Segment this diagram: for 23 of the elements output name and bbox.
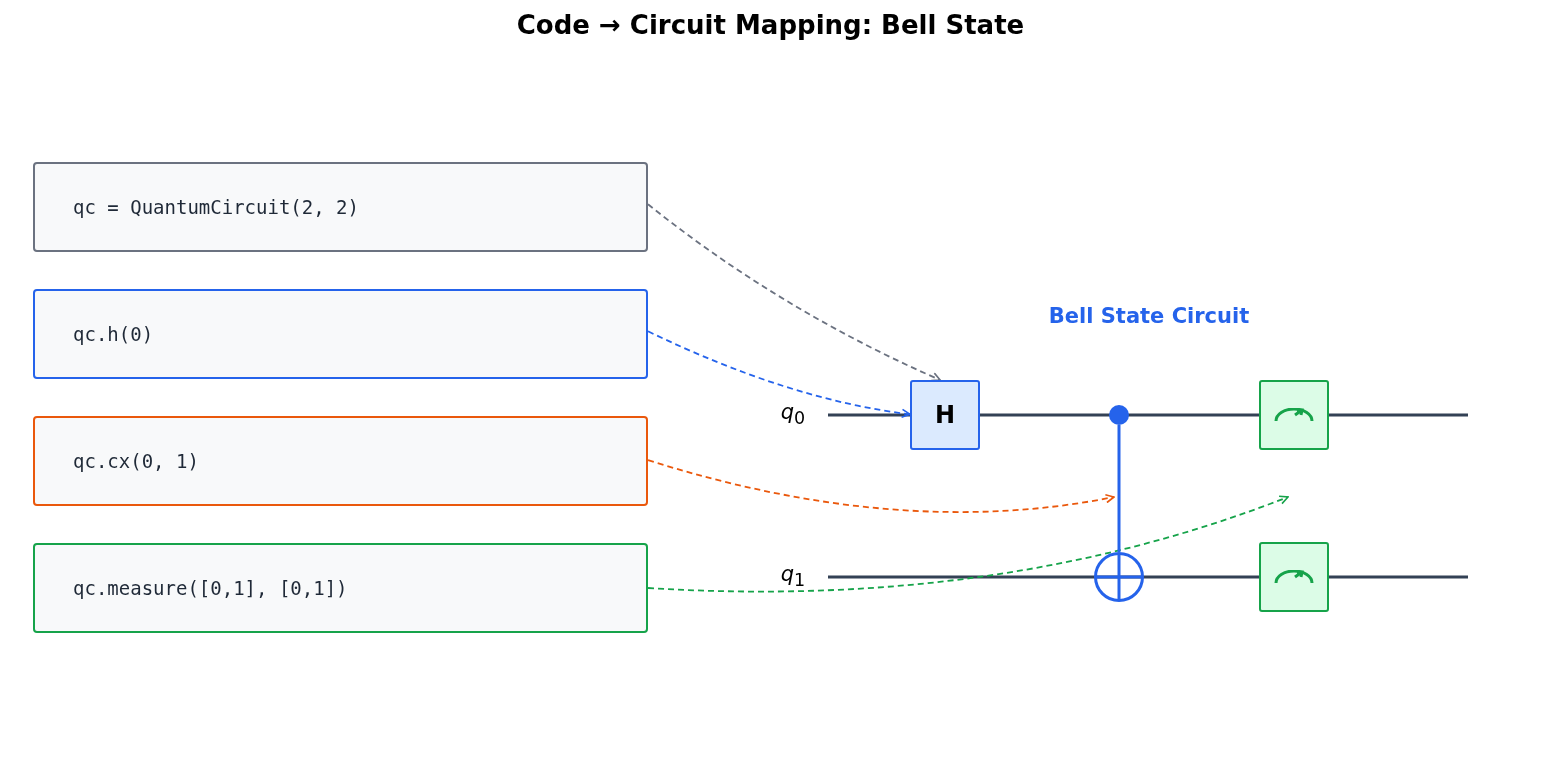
code-box	[33, 416, 648, 506]
arrow	[647, 495, 1289, 593]
arrow	[647, 203, 941, 382]
code-box	[33, 162, 648, 252]
qubit-label: q$_{1}$	[780, 561, 806, 591]
code-line: qc.measure([0,1], [0,1])	[73, 577, 348, 599]
code-box	[33, 543, 648, 633]
control-line	[1117, 425, 1121, 552]
code-line: qc.h(0)	[73, 323, 154, 345]
code-box	[33, 289, 648, 379]
measurement-gate	[1259, 542, 1329, 612]
code-line: qc = QuantumCircuit(2, 2)	[73, 196, 359, 218]
control-dot	[1109, 405, 1129, 425]
code-line: qc.cx(0, 1)	[73, 450, 199, 472]
cnot-target	[1094, 552, 1144, 602]
arrow	[647, 459, 1115, 513]
qubit-label: q$_{0}$	[780, 399, 806, 429]
circuit-title: Bell State Circuit	[1048, 304, 1250, 328]
gate-label: H	[934, 401, 956, 429]
measurement-gate	[1259, 380, 1329, 450]
hadamard-gate	[910, 380, 980, 450]
diagram-title: Code → Circuit Mapping: Bell State	[515, 10, 1026, 40]
arrow	[647, 330, 911, 418]
